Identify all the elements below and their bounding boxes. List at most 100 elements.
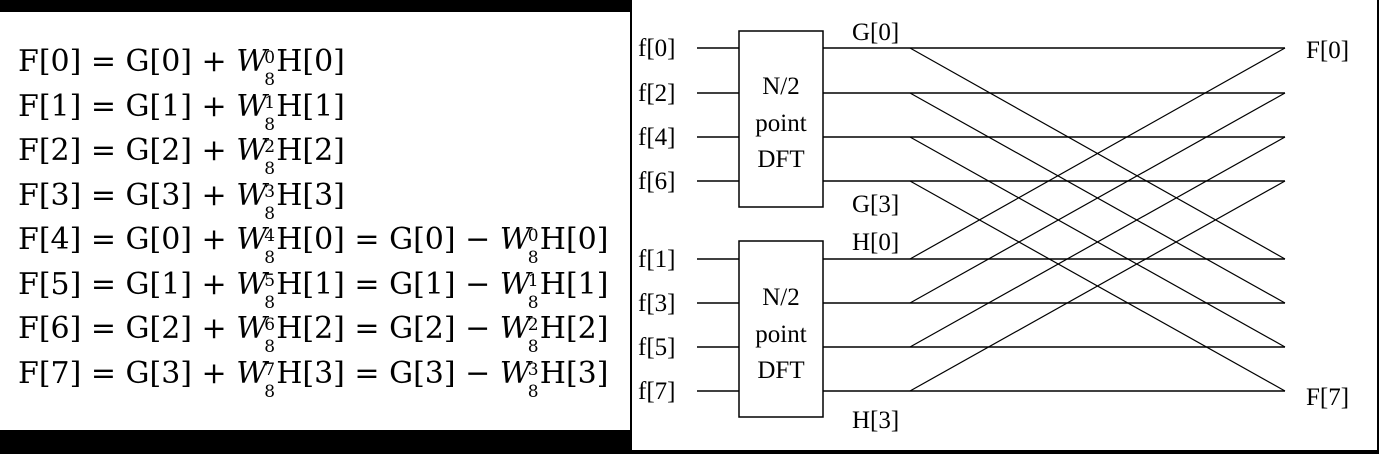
plus-sign: +	[192, 266, 237, 302]
equation-lhs: F[2]	[18, 133, 82, 168]
plus-sign: +	[192, 311, 237, 346]
equation-lhs: F[7]	[18, 355, 82, 391]
h-term: H[2]	[276, 311, 345, 346]
minus-sign: −	[455, 355, 500, 391]
plus-sign: +	[192, 177, 237, 213]
output-last-label: F[7]	[1306, 384, 1349, 411]
g-term: G[1]	[125, 88, 192, 124]
dft-box-bottom-label: point	[755, 321, 806, 348]
dft-box-top-label: point	[755, 110, 806, 137]
plus-sign: +	[192, 88, 237, 124]
equals-sign: =	[344, 222, 390, 257]
g-term: G[3]	[389, 355, 456, 391]
dft-box-top-label: N/2	[762, 73, 800, 100]
equals-sign: =	[81, 88, 126, 124]
equation-lhs: F[4]	[18, 222, 82, 257]
input-label: f[2]	[638, 80, 675, 107]
h-term: H[3]	[276, 177, 345, 213]
equals-sign: =	[81, 311, 126, 346]
g-last-label: G[3]	[852, 191, 899, 218]
g-term: G[3]	[125, 355, 192, 391]
minus-sign: −	[455, 222, 500, 257]
g-term: G[2]	[389, 311, 456, 346]
equation-lhs: F[5]	[18, 266, 82, 302]
equals-sign: =	[81, 44, 126, 79]
minus-sign: −	[455, 311, 500, 346]
h-term: H[1]	[276, 266, 345, 302]
equals-sign: =	[81, 355, 126, 391]
input-label: f[7]	[638, 378, 675, 405]
equation-lhs: F[6]	[18, 311, 82, 346]
g-term: G[3]	[125, 177, 192, 213]
input-label: f[3]	[638, 290, 675, 317]
h-last-label: H[3]	[852, 407, 899, 434]
h-term: H[2]	[539, 311, 609, 346]
equals-sign: =	[344, 266, 390, 302]
g-term: G[1]	[125, 266, 192, 302]
butterfly-cross-line	[909, 180, 1286, 392]
input-label: f[6]	[638, 168, 675, 195]
g-term: G[1]	[389, 266, 456, 302]
plus-sign: +	[192, 133, 237, 168]
g-term: G[0]	[125, 222, 192, 257]
equals-sign: =	[344, 355, 390, 391]
dft-box-bottom-label: DFT	[757, 357, 804, 384]
g-term: G[2]	[125, 133, 192, 168]
butterfly-cross-line	[909, 47, 1286, 260]
plus-sign: +	[192, 222, 237, 257]
h-term: H[1]	[276, 88, 345, 124]
butterfly-cross-line	[909, 136, 1286, 348]
equation-lhs: F[3]	[18, 177, 82, 213]
g-term: G[0]	[125, 44, 192, 79]
output-first-label: F[0]	[1306, 37, 1349, 64]
input-label: f[1]	[638, 246, 675, 273]
h-term: H[0]	[276, 222, 345, 257]
equals-sign: =	[81, 222, 126, 257]
fft-butterfly-diagram: N/2pointDFTN/2pointDFTf[0]f[2]f[4]f[6]f[…	[638, 19, 1349, 434]
g-first-label: G[0]	[852, 19, 899, 46]
g-term: G[2]	[125, 311, 192, 346]
g-term: G[0]	[389, 222, 456, 257]
equals-sign: =	[81, 177, 126, 213]
equals-sign: =	[344, 311, 390, 346]
h-term: H[3]	[539, 355, 609, 391]
dft-box-top-label: DFT	[757, 146, 804, 173]
dft-box-bottom-label: N/2	[762, 284, 800, 311]
h-term: H[2]	[276, 133, 345, 168]
minus-sign: −	[455, 266, 500, 302]
input-label: f[0]	[638, 35, 675, 62]
equation-lhs: F[1]	[18, 88, 82, 124]
equals-sign: =	[81, 133, 126, 168]
h-first-label: H[0]	[852, 229, 899, 256]
h-term: H[1]	[539, 266, 609, 302]
h-term: H[0]	[276, 44, 345, 79]
butterfly-cross-line	[909, 92, 1286, 304]
equals-sign: =	[81, 266, 126, 302]
dft-box-top	[738, 30, 824, 208]
plus-sign: +	[192, 355, 237, 391]
h-term: H[0]	[539, 222, 609, 257]
plus-sign: +	[192, 44, 237, 79]
input-label: f[5]	[638, 334, 675, 361]
h-term: H[3]	[276, 355, 345, 391]
equation-lhs: F[0]	[18, 44, 82, 79]
